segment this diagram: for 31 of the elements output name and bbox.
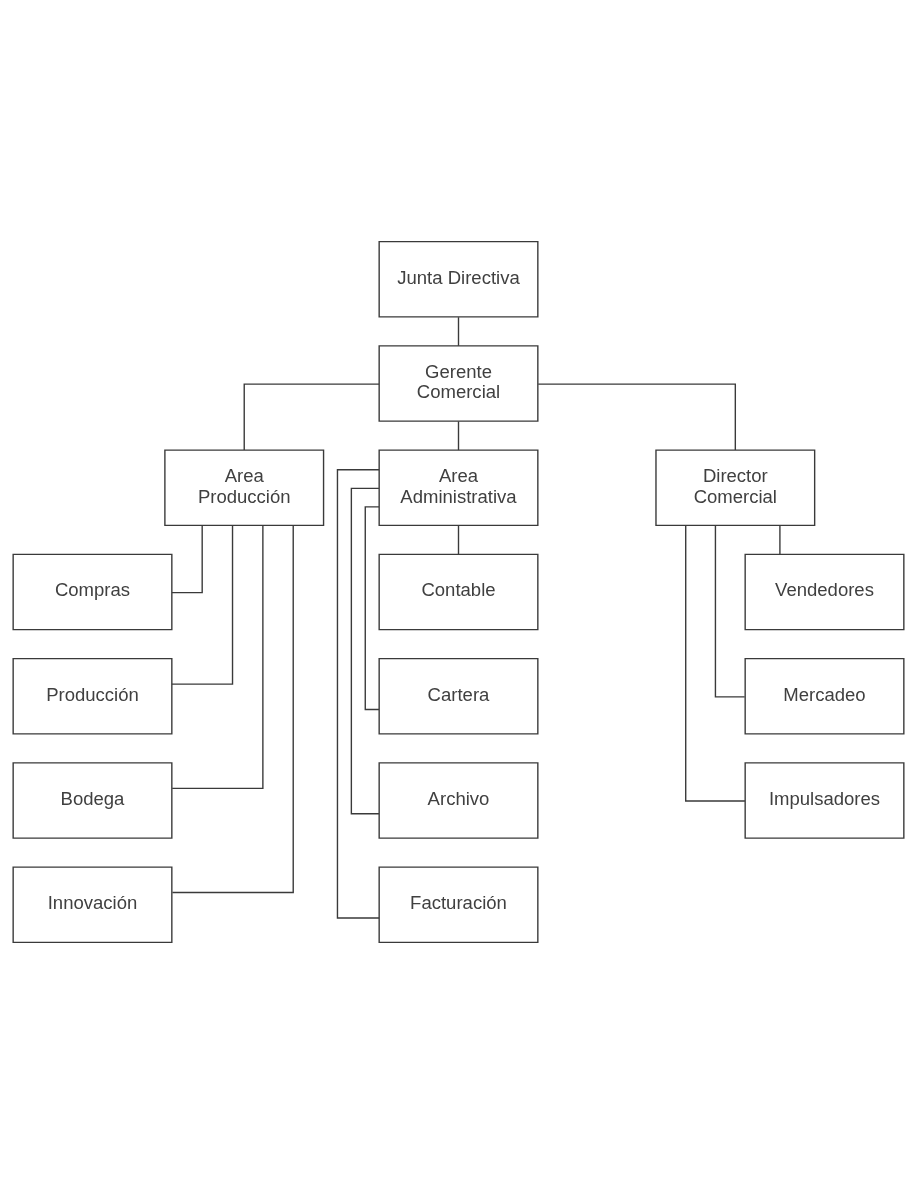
node-box: Producción — [12, 657, 173, 735]
node-box: Director Comercial — [655, 448, 816, 526]
connector — [350, 487, 380, 814]
connector — [336, 468, 380, 919]
connector — [171, 524, 264, 789]
connector — [457, 316, 460, 346]
node-box: Gerente Comercial — [378, 344, 539, 422]
connector — [364, 505, 380, 710]
connector — [779, 524, 781, 555]
node-box: Bodega — [12, 761, 173, 839]
node-box: Compras — [12, 553, 173, 630]
node-box: Innovación — [12, 865, 173, 943]
node-box: Area Producción — [164, 448, 325, 526]
node-box: Vendedores — [744, 553, 905, 630]
connector — [171, 524, 234, 685]
node-box: Cartera — [378, 657, 539, 735]
connector — [685, 524, 746, 802]
connector — [714, 524, 746, 697]
node-box: Impulsadores — [744, 761, 905, 839]
connector — [171, 524, 294, 893]
connector — [457, 420, 460, 451]
node-box: Junta Directiva — [378, 240, 539, 318]
node-box: Facturación — [378, 865, 539, 943]
node-box: Archivo — [378, 761, 539, 839]
connector — [171, 524, 203, 593]
connector — [243, 382, 380, 451]
node-box: Mercadeo — [744, 657, 905, 735]
node-box: Area Administrativa — [378, 448, 539, 526]
node-box: Contable — [378, 553, 539, 630]
connector — [457, 524, 460, 555]
connector — [537, 382, 736, 451]
